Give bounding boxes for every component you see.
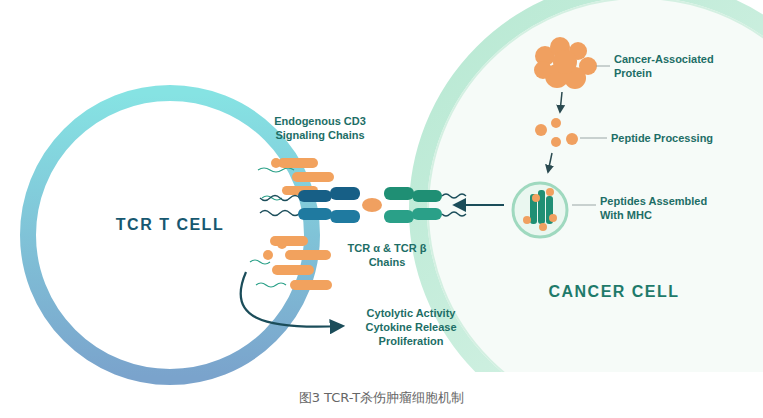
annotation-label: Endogenous CD3 Signaling Chains [262, 114, 378, 142]
annotation-label: Cancer-Associated Protein [614, 52, 744, 80]
t-cell-circle-outline [20, 85, 320, 385]
t-cell-circle: TCR T CELL [20, 85, 320, 385]
annotation-label: Cytolytic Activity Cytokine Release Prol… [352, 306, 470, 348]
annotation-label: TCR α & TCR β Chains [344, 241, 430, 269]
annotation-label: Peptide Processing [611, 131, 751, 145]
callout-label: Peptides Assembled With MHC [600, 194, 730, 222]
cell-label: TCR T CELL [116, 218, 224, 232]
cell-label: CANCER CELL [548, 285, 679, 299]
mhc-vesicle: Peptides Assembled With MHC [510, 180, 570, 240]
figure-caption: 图3 TCR-T杀伤肿瘤细胞机制 [0, 389, 763, 407]
recognition-arrow [455, 204, 504, 206]
mhc-vesicle-outline [510, 180, 570, 240]
